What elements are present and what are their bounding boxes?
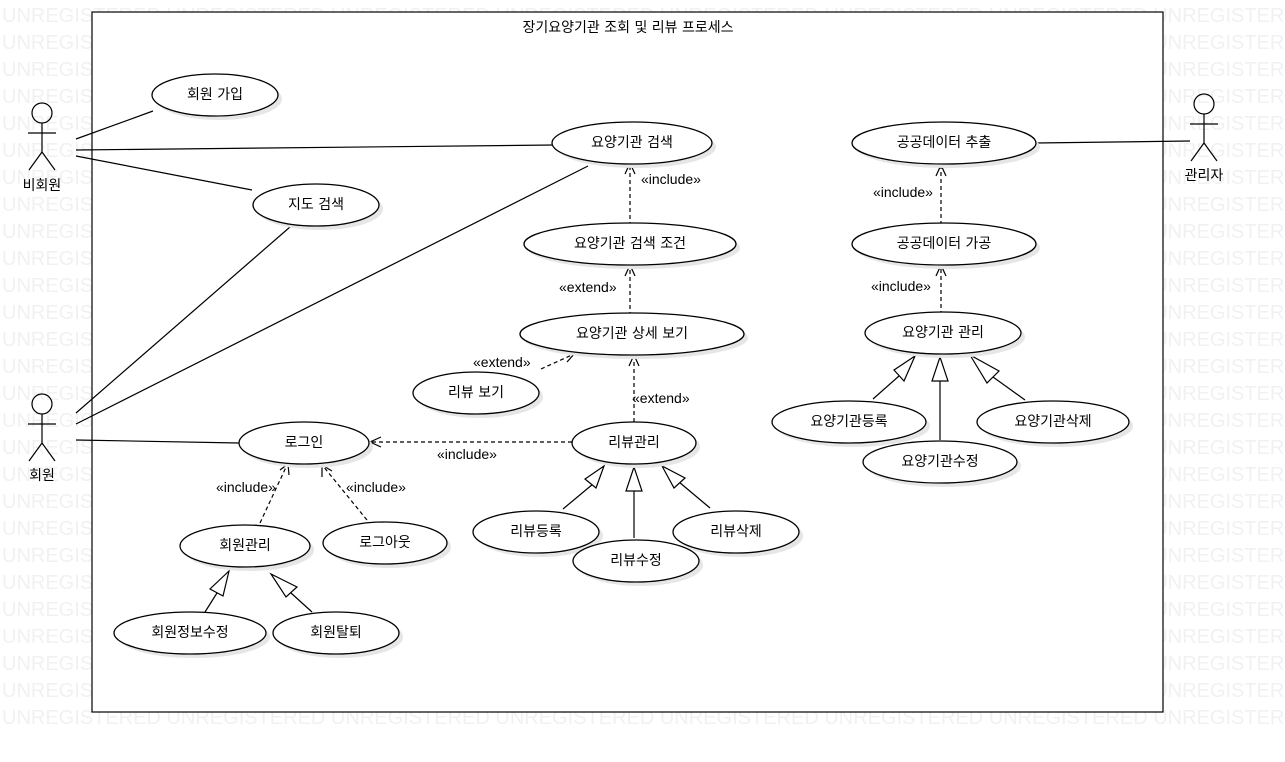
svg-text:요양기관 상세 보기: 요양기관 상세 보기: [576, 326, 688, 342]
assoc-guest-facility-search: [75, 144, 555, 151]
dep-review-view-extend: [540, 353, 575, 370]
use-case-facility-search[interactable]: 요양기관 검색: [551, 121, 716, 168]
use-case-review-manage[interactable]: 리뷰관리: [571, 421, 700, 468]
svg-text:로그인: 로그인: [285, 435, 324, 451]
system-boundary: [91, 11, 1164, 713]
use-case-facility-manage[interactable]: 요양기관 관리: [864, 311, 1025, 358]
actor-admin[interactable]: 관리자: [1185, 93, 1224, 184]
gen-arrowhead: [625, 465, 643, 492]
svg-text:로그아웃: 로그아웃: [359, 535, 411, 551]
stereotype-label: «include»: [641, 171, 701, 187]
gen-arrowhead: [208, 569, 231, 597]
svg-text:회원 가입: 회원 가입: [187, 87, 243, 103]
svg-text:회원관리: 회원관리: [219, 538, 271, 554]
svg-text:리뷰등록: 리뷰등록: [510, 524, 562, 540]
assoc-member-login: [75, 439, 240, 444]
svg-text:지도 검색: 지도 검색: [288, 197, 344, 213]
stereotype-label: «include»: [216, 479, 276, 495]
svg-text:요양기관수정: 요양기관수정: [901, 454, 978, 470]
use-case-public-process[interactable]: 공공데이터 가공: [851, 222, 1040, 269]
system-title: 장기요양기관 조회 및 리뷰 프로세스: [523, 20, 734, 36]
use-case-public-extract[interactable]: 공공데이터 추출: [851, 121, 1040, 168]
actor-guest-label: 비회원: [23, 178, 62, 194]
use-case-review-delete[interactable]: 리뷰삭제: [672, 510, 803, 557]
gen-arrowhead: [584, 464, 606, 490]
svg-text:요양기관등록: 요양기관등록: [810, 414, 887, 430]
svg-text:요양기관 검색: 요양기관 검색: [591, 135, 673, 151]
use-case-member-withdraw[interactable]: 회원탈퇴: [272, 611, 403, 658]
actor-member-label: 회원: [29, 468, 55, 484]
svg-text:요양기관 관리: 요양기관 관리: [902, 325, 984, 341]
use-case-facility-edit[interactable]: 요양기관수정: [862, 440, 1021, 487]
svg-text:회원정보수정: 회원정보수정: [151, 625, 228, 641]
use-case-member-info-edit[interactable]: 회원정보수정: [113, 611, 270, 658]
stereotype-label: «extend»: [632, 390, 690, 406]
use-case-search-condition[interactable]: 요양기관 검색 조건: [523, 222, 740, 269]
use-case-logout[interactable]: 로그아웃: [322, 521, 451, 568]
actor-member[interactable]: 회원: [28, 393, 56, 484]
use-case-review-view[interactable]: 리뷰 보기: [412, 371, 543, 418]
svg-text:리뷰수정: 리뷰수정: [610, 553, 662, 569]
svg-text:요양기관삭제: 요양기관삭제: [1014, 414, 1091, 430]
assoc-guest-map-search: [75, 155, 253, 191]
gen-facility-register: [872, 375, 900, 400]
gen-arrowhead: [931, 355, 949, 382]
assoc-admin-public-extract: [1035, 140, 1191, 144]
stereotype-label: «include»: [346, 479, 406, 495]
use-case-facility-delete[interactable]: 요양기관삭제: [976, 400, 1133, 447]
stereotype-label: «include»: [873, 184, 933, 200]
assoc-member-map-search: [75, 226, 291, 414]
gen-arrowhead: [893, 354, 917, 383]
stereotype-label: «extend»: [473, 354, 531, 370]
gen-facility-delete: [992, 376, 1026, 401]
svg-text:요양기관 검색 조건: 요양기관 검색 조건: [574, 236, 686, 252]
use-case-facility-detail[interactable]: 요양기관 상세 보기: [519, 312, 748, 359]
dep-member-manage-include-login: [259, 464, 288, 524]
stereotype-label: «extend»: [559, 279, 617, 295]
svg-text:리뷰삭제: 리뷰삭제: [710, 524, 762, 540]
svg-text:회원탈퇴: 회원탈퇴: [310, 625, 362, 641]
use-case-review-register[interactable]: 리뷰등록: [472, 510, 603, 557]
gen-review-register: [562, 483, 594, 510]
gen-member-withdraw: [290, 592, 313, 613]
svg-text:공공데이터 추출: 공공데이터 추출: [897, 135, 992, 151]
use-case-signup[interactable]: 회원 가입: [151, 73, 282, 120]
gen-member-info-edit: [204, 592, 218, 613]
gen-arrowhead: [269, 572, 299, 598]
assoc-guest-signup: [75, 110, 154, 140]
use-case-map-search[interactable]: 지도 검색: [252, 183, 383, 230]
assoc-member-facility-search: [75, 165, 589, 425]
stereotype-label: «include»: [871, 278, 931, 294]
svg-text:리뷰관리: 리뷰관리: [608, 435, 660, 451]
use-case-facility-register[interactable]: 요양기관등록: [771, 400, 930, 447]
gen-review-delete: [678, 481, 711, 509]
use-case-login[interactable]: 로그인: [238, 421, 373, 468]
svg-text:공공데이터 가공: 공공데이터 가공: [897, 236, 992, 252]
use-case-review-edit[interactable]: 리뷰수정: [572, 539, 703, 586]
gen-arrowhead: [660, 464, 687, 489]
actor-guest[interactable]: 비회원: [23, 102, 62, 194]
actor-admin-label: 관리자: [1185, 168, 1224, 184]
dep-logout-include-login: [322, 465, 368, 521]
gen-arrowhead: [968, 353, 1000, 384]
use-case-member-manage[interactable]: 회원관리: [179, 524, 314, 571]
svg-text:리뷰 보기: 리뷰 보기: [448, 385, 504, 401]
stereotype-label: «include»: [437, 446, 497, 462]
